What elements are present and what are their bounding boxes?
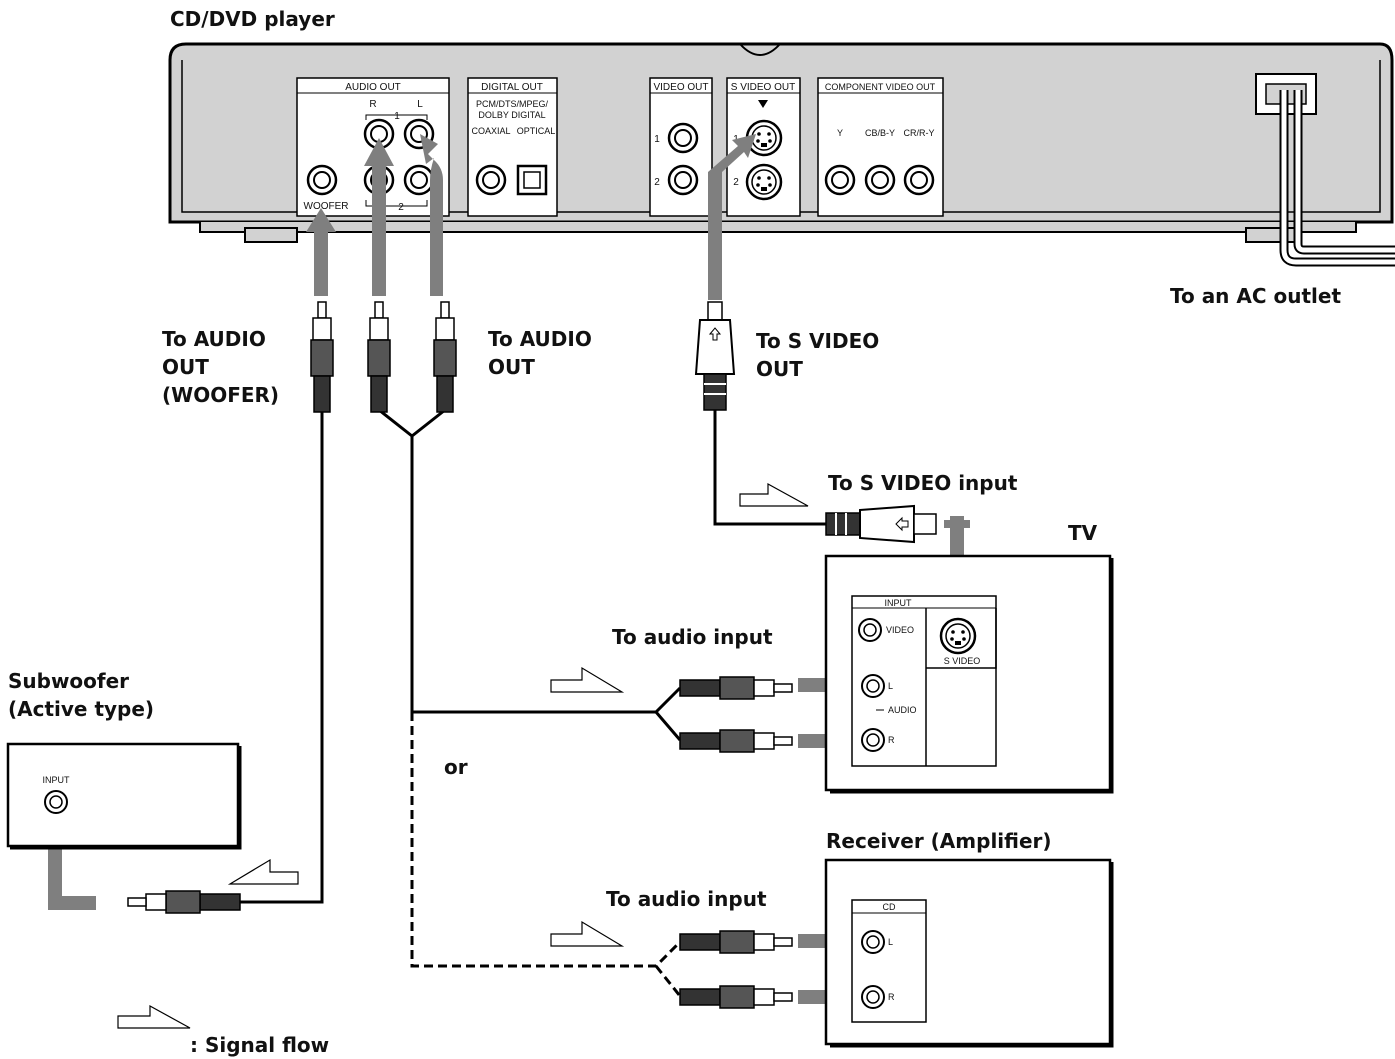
tv-r-label: R (888, 735, 895, 745)
signal-flow-icon (550, 666, 625, 693)
pcm-label-1: PCM/DTS/MPEG/ (476, 99, 549, 109)
signal-flow-symbols (117, 482, 809, 1029)
signal-flow-icon (739, 482, 809, 507)
tv-video-jack[interactable] (858, 618, 882, 642)
subwoofer-label-1: Subwoofer (8, 669, 129, 693)
receiver-r-jack[interactable] (861, 985, 885, 1009)
cr-label: CR/R-Y (904, 128, 935, 138)
tv-video-label: VIDEO (886, 625, 914, 635)
subwoofer-unit: INPUT (6, 742, 242, 850)
audio-r-plug (367, 301, 391, 413)
video-out-1-jack[interactable] (667, 122, 699, 154)
svideo-cable (713, 410, 826, 526)
l-arrow (420, 134, 443, 296)
tv-audio-l-jack[interactable] (861, 674, 885, 698)
subwoofer-label-2: (Active type) (8, 697, 154, 721)
audio-y-cable (378, 408, 446, 438)
svideo-plug-top (694, 301, 736, 411)
digital-out-label: DIGITAL OUT (481, 82, 543, 93)
subwoofer-input-jack[interactable] (44, 790, 68, 814)
digital-out-panel: DIGITAL OUT PCM/DTS/MPEG/ DOLBY DIGITAL … (467, 77, 558, 217)
tv-input-label: INPUT (885, 598, 913, 608)
component-cr-jack[interactable] (903, 164, 935, 196)
woofer-out-label-3: (WOOFER) (162, 383, 279, 407)
signal-flow-icon (550, 920, 625, 947)
woofer-plug (310, 301, 334, 413)
ac-power-cord (1279, 90, 1395, 267)
tv-svideo-label: S VIDEO (944, 656, 981, 666)
player-title: CD/DVD player (170, 7, 335, 31)
coaxial-jack[interactable] (475, 164, 507, 196)
video-out-panel: VIDEO OUT 1 2 (649, 77, 713, 217)
receiver-r-label: R (888, 992, 895, 1002)
cb-label: CB/B-Y (865, 128, 895, 138)
subwoofer-input-label: INPUT (43, 775, 71, 785)
svideo-2-label: 2 (733, 177, 739, 188)
svideo-out-label: S VIDEO OUT (731, 82, 795, 93)
video-2-label: 2 (654, 177, 660, 188)
video-out-label: VIDEO OUT (653, 82, 708, 93)
tv-audio-l-plug (679, 676, 793, 700)
video-out-2-jack[interactable] (667, 164, 699, 196)
woofer-arrow (314, 228, 328, 296)
svideo-out-label-2: OUT (756, 357, 803, 381)
signal-flow-icon (227, 858, 299, 885)
tv-audio-cable (410, 436, 682, 741)
tv-audio-label: AUDIO (888, 705, 917, 715)
receiver-unit: CD L R (824, 858, 1114, 1048)
ac-outlet-label: To an AC outlet (1170, 284, 1341, 308)
optical-label: OPTICAL (517, 126, 556, 136)
tv-audio-input-label: To audio input (612, 625, 773, 649)
y-label: Y (837, 128, 843, 138)
audio-l-plug (433, 301, 457, 413)
tv-l-label: L (888, 681, 893, 691)
tv-audio-r-plug (679, 729, 793, 753)
receiver-l-label: L (888, 937, 893, 947)
audio-out-label-1: To AUDIO (488, 327, 592, 351)
woofer-jack[interactable] (306, 164, 338, 196)
tv-label: TV (1068, 521, 1098, 545)
audio-out-label: AUDIO OUT (345, 82, 401, 93)
component-out-label: COMPONENT VIDEO OUT (825, 82, 936, 92)
receiver-audio-input-label: To audio input (606, 887, 767, 911)
component-cb-jack[interactable] (864, 164, 896, 196)
audio-out-label-2: OUT (488, 355, 535, 379)
legend-label: : Signal flow (190, 1033, 329, 1057)
receiver-cd-label: CD (883, 902, 896, 912)
l-label: L (417, 99, 423, 110)
or-label: or (444, 755, 468, 779)
svideo-out-label-1: To S VIDEO (756, 329, 879, 353)
receiver-r-plug (679, 985, 793, 1009)
audio-out-l2-jack[interactable] (403, 164, 435, 196)
svideo-out-arrow (708, 134, 756, 300)
tv-unit: INPUT VIDEO S VIDEO L AUDIO R (824, 554, 1114, 794)
tv-svideo-jack[interactable] (939, 617, 977, 655)
woofer-out-label-1: To AUDIO (162, 327, 266, 351)
video-1-label: 1 (654, 134, 660, 145)
coaxial-label: COAXIAL (471, 126, 510, 136)
subwoofer-plug (127, 890, 241, 914)
tv-audio-r-jack[interactable] (861, 728, 885, 752)
receiver-l-plug (679, 930, 793, 954)
two-label: 2 (398, 202, 404, 213)
component-out-panel: COMPONENT VIDEO OUT Y CB/B-Y CR/R-Y (817, 77, 944, 217)
receiver-label: Receiver (Amplifier) (826, 829, 1052, 853)
signal-flow-icon (117, 1004, 191, 1029)
receiver-l-jack[interactable] (861, 930, 885, 954)
woofer-label: WOOFER (304, 201, 349, 212)
woofer-cable (240, 410, 324, 904)
cables (240, 408, 826, 997)
svideo-plug-tv (825, 504, 937, 544)
pcm-label-2: DOLBY DIGITAL (478, 110, 545, 120)
woofer-out-label-2: OUT (162, 355, 209, 379)
one-label: 1 (394, 111, 400, 122)
r-label: R (369, 99, 376, 110)
component-y-jack[interactable] (824, 164, 856, 196)
r-arrow (372, 160, 386, 296)
svideo-input-label: To S VIDEO input (828, 471, 1018, 495)
receiver-audio-cable (410, 712, 682, 997)
svideo-out-2-jack[interactable] (745, 163, 783, 201)
